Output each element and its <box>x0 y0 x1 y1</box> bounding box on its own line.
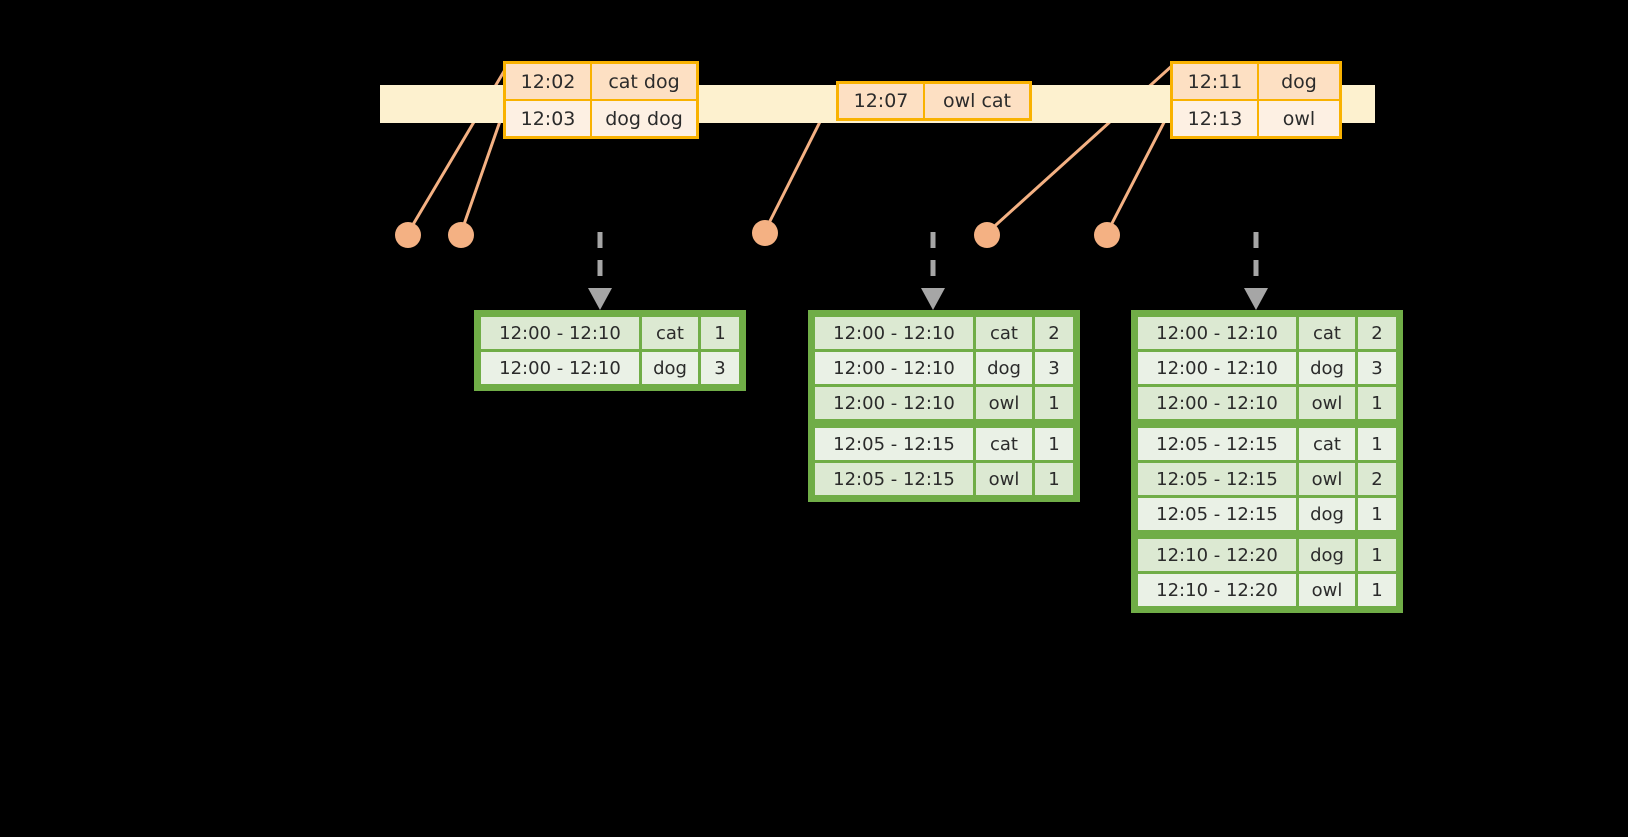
flow-arrow-head-1 <box>588 288 612 310</box>
cell-word: owl <box>976 463 1032 495</box>
result-table-1[interactable]: 12:00 - 12:10 cat 1 12:00 - 12:10 dog 3 <box>474 310 746 391</box>
flow-arrow-head-2 <box>921 288 945 310</box>
group-separator <box>1138 533 1396 536</box>
cell-count: 3 <box>701 352 739 384</box>
cell-word: dog <box>642 352 698 384</box>
table-row: 12:10 - 12:20 dog 1 <box>1138 539 1396 571</box>
cell-window: 12:10 - 12:20 <box>1138 574 1296 606</box>
cell-count: 2 <box>1358 463 1396 495</box>
cell-window: 12:00 - 12:10 <box>815 352 973 384</box>
table-row: 12:00 - 12:10 dog 3 <box>1138 352 1396 384</box>
cell-count: 1 <box>1035 387 1073 419</box>
cell-word: dog <box>976 352 1032 384</box>
cell-count: 1 <box>1358 428 1396 460</box>
event-row: 12:03 dog dog <box>506 99 696 136</box>
event-timestamp: 12:03 <box>506 101 592 136</box>
table-row: 12:05 - 12:15 cat 1 <box>815 428 1073 460</box>
event-timestamp: 12:07 <box>839 84 925 118</box>
cell-window: 12:10 - 12:20 <box>1138 539 1296 571</box>
result-table-3[interactable]: 12:00 - 12:10 cat 2 12:00 - 12:10 dog 3 … <box>1131 310 1403 613</box>
cell-count: 1 <box>1358 387 1396 419</box>
cell-count: 2 <box>1035 317 1073 349</box>
table-row: 12:00 - 12:10 owl 1 <box>1138 387 1396 419</box>
result-table-2[interactable]: 12:00 - 12:10 cat 2 12:00 - 12:10 dog 3 … <box>808 310 1080 502</box>
table-row: 12:00 - 12:10 dog 3 <box>815 352 1073 384</box>
event-dot-5 <box>1094 222 1120 248</box>
cell-count: 1 <box>1358 539 1396 571</box>
cell-word: dog <box>1299 352 1355 384</box>
table-row: 12:05 - 12:15 owl 1 <box>815 463 1073 495</box>
event-row: 12:11 dog <box>1173 64 1339 99</box>
cell-count: 1 <box>701 317 739 349</box>
cell-window: 12:05 - 12:15 <box>1138 463 1296 495</box>
event-timestamp: 12:13 <box>1173 101 1259 136</box>
event-row: 12:13 owl <box>1173 99 1339 136</box>
event-timestamp: 12:11 <box>1173 64 1259 99</box>
table-row: 12:00 - 12:10 owl 1 <box>815 387 1073 419</box>
table-row: 12:00 - 12:10 cat 2 <box>1138 317 1396 349</box>
flow-arrow-head-3 <box>1244 288 1268 310</box>
event-card-3[interactable]: 12:11 dog 12:13 owl <box>1170 61 1342 139</box>
cell-count: 2 <box>1358 317 1396 349</box>
event-words: owl cat <box>942 90 1012 112</box>
table-row: 12:05 - 12:15 dog 1 <box>1138 498 1396 530</box>
cell-window: 12:00 - 12:10 <box>481 317 639 349</box>
event-words: dog <box>1281 70 1317 93</box>
event-words: cat dog <box>608 70 680 93</box>
event-card-1[interactable]: 12:02 cat dog 12:03 dog dog <box>503 61 699 139</box>
cell-word: dog <box>1299 498 1355 530</box>
event-words: dog dog <box>605 107 683 130</box>
cell-count: 1 <box>1358 498 1396 530</box>
event-dot-2 <box>448 222 474 248</box>
cell-word: cat <box>976 428 1032 460</box>
cell-window: 12:05 - 12:15 <box>1138 498 1296 530</box>
table-row: 12:05 - 12:15 cat 1 <box>1138 428 1396 460</box>
table-row: 12:00 - 12:10 cat 1 <box>481 317 739 349</box>
event-row: 12:07 owl cat <box>839 84 1029 118</box>
cell-count: 1 <box>1035 428 1073 460</box>
cell-word: dog <box>1299 539 1355 571</box>
cell-word: owl <box>976 387 1032 419</box>
cell-count: 3 <box>1358 352 1396 384</box>
cell-window: 12:00 - 12:10 <box>1138 387 1296 419</box>
group-separator <box>815 422 1073 425</box>
cell-window: 12:05 - 12:15 <box>815 428 973 460</box>
cell-count: 3 <box>1035 352 1073 384</box>
event-card-2[interactable]: 12:07 owl cat <box>836 81 1032 121</box>
cell-word: cat <box>1299 317 1355 349</box>
table-row: 12:05 - 12:15 owl 2 <box>1138 463 1396 495</box>
table-row: 12:00 - 12:10 cat 2 <box>815 317 1073 349</box>
cell-window: 12:00 - 12:10 <box>1138 352 1296 384</box>
cell-window: 12:00 - 12:10 <box>481 352 639 384</box>
table-row: 12:10 - 12:20 owl 1 <box>1138 574 1396 606</box>
event-dot-4 <box>974 222 1000 248</box>
event-dot-1 <box>395 222 421 248</box>
event-words: owl <box>1282 107 1316 130</box>
event-row: 12:02 cat dog <box>506 64 696 99</box>
cell-window: 12:00 - 12:10 <box>1138 317 1296 349</box>
connector-line-2 <box>459 103 508 234</box>
cell-count: 1 <box>1035 463 1073 495</box>
cell-window: 12:00 - 12:10 <box>815 387 973 419</box>
cell-count: 1 <box>1358 574 1396 606</box>
cell-word: owl <box>1299 387 1355 419</box>
group-separator <box>1138 422 1396 425</box>
cell-window: 12:05 - 12:15 <box>1138 428 1296 460</box>
cell-window: 12:00 - 12:10 <box>815 317 973 349</box>
cell-word: cat <box>1299 428 1355 460</box>
cell-word: cat <box>642 317 698 349</box>
cell-word: owl <box>1299 574 1355 606</box>
cell-word: cat <box>976 317 1032 349</box>
table-row: 12:00 - 12:10 dog 3 <box>481 352 739 384</box>
event-timestamp: 12:02 <box>506 64 592 99</box>
cell-window: 12:05 - 12:15 <box>815 463 973 495</box>
cell-word: owl <box>1299 463 1355 495</box>
event-dot-3 <box>752 220 778 246</box>
